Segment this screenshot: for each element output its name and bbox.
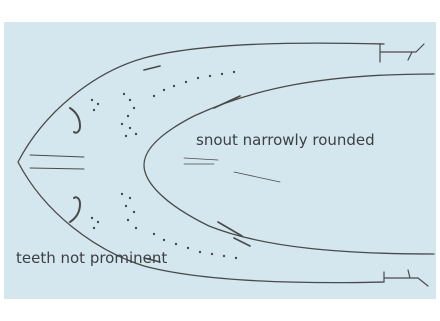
upper-fin-line	[380, 44, 424, 62]
lower-nostril	[70, 197, 80, 222]
snout-lines	[30, 155, 84, 169]
hatch-lines	[184, 158, 280, 182]
upper-nostril	[70, 108, 80, 133]
pore-dots	[91, 71, 237, 259]
lower-fin-line	[384, 270, 428, 286]
snout-annotation: snout narrowly rounded	[196, 133, 375, 148]
teeth-annotation: teeth not prominent	[16, 251, 167, 266]
